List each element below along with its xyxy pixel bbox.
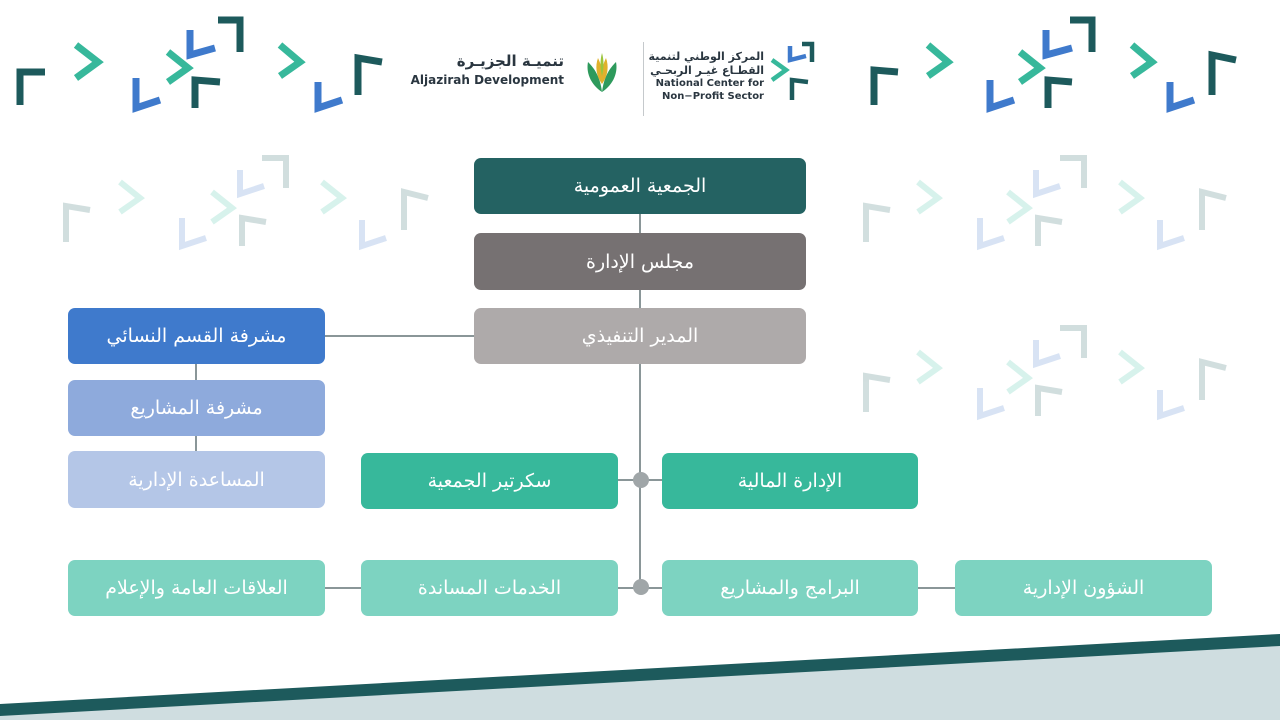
node-projects-supervisor: مشرفة المشاريع: [68, 380, 325, 436]
node-programs-projects: البرامج والمشاريع: [662, 560, 918, 616]
ncnp-english-line-1: National Center for: [655, 78, 764, 89]
bottom-band-dark: [0, 634, 1280, 716]
junction-dot-lower: [633, 579, 649, 595]
node-women-section-supervisor: مشرفة القسم النسائي: [68, 308, 325, 364]
chevron-pattern-faded-left: [63, 155, 429, 251]
junction-dot-upper: [633, 472, 649, 488]
node-board: مجلس الإدارة: [474, 233, 806, 290]
node-public-relations-media: العلاقات العامة والإعلام: [68, 560, 325, 616]
node-admin-assistant: المساعدة الإدارية: [68, 451, 325, 508]
chevron-pattern-top-right: [870, 16, 1237, 113]
ncnp-english-line-2: Non−Profit Sector: [661, 91, 764, 102]
chevron-pattern-top-left: [16, 16, 383, 113]
leaf-logo-icon: [587, 53, 617, 92]
node-association-secretary: سكرتير الجمعية: [361, 453, 618, 509]
node-executive-director: المدير التنفيذي: [474, 308, 806, 364]
aljazirah-english-name: Aljazirah Development: [410, 73, 564, 87]
ncnp-star-icon: [770, 41, 815, 100]
node-support-services: الخدمات المساندة: [361, 560, 618, 616]
node-finance-department: الإدارة المالية: [662, 453, 918, 509]
aljazirah-arabic-name: تنميـة الجزيـرة: [456, 52, 564, 70]
node-general-assembly: الجمعية العمومية: [474, 158, 806, 214]
ncnp-arabic-line-2: القطـاع غيـر الربحـي: [650, 64, 764, 77]
node-administrative-affairs: الشؤون الإدارية: [955, 560, 1212, 616]
ncnp-arabic-line-1: المركز الوطني لتنمية: [648, 50, 764, 63]
chevron-pattern-faded-right: [863, 155, 1227, 421]
bottom-band-light: [0, 645, 1280, 720]
header-divider: [643, 42, 644, 116]
